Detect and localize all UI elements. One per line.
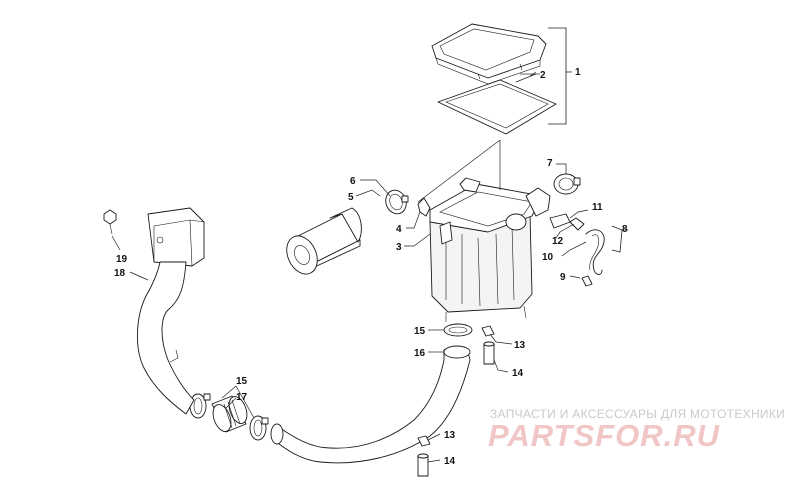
callout-15-upper: 15 bbox=[414, 326, 426, 337]
callout-bracket-8 bbox=[611, 225, 628, 253]
callout-19: 19 bbox=[116, 254, 128, 265]
callout-4: 4 bbox=[396, 224, 402, 235]
callout-14-lower: 14 bbox=[444, 456, 456, 467]
callout-13-upper: 13 bbox=[514, 340, 526, 351]
callout-labels: 1 2 3 4 5 6 7 8 9 10 11 12 13 14 15 16 1… bbox=[114, 67, 628, 467]
retainer-clip-part bbox=[417, 197, 431, 217]
callout-5: 5 bbox=[348, 192, 354, 203]
intake-tube-part bbox=[270, 345, 471, 464]
intake-tube-clamp-upper-part bbox=[443, 323, 473, 337]
callout-15-lower: 15 bbox=[236, 376, 248, 387]
callout-1: 1 bbox=[575, 67, 581, 78]
vent-hose-part bbox=[585, 229, 605, 275]
hose-clamp-small-part bbox=[581, 275, 593, 287]
intake-clamp-part bbox=[553, 173, 581, 195]
callout-13-lower: 13 bbox=[444, 430, 456, 441]
watermark-tagline: ЗАПЧАСТИ И АКСЕССУАРЫ ДЛЯ МОТОТЕХНИКИ bbox=[490, 407, 785, 421]
callout-7: 7 bbox=[547, 158, 553, 169]
callout-17: 17 bbox=[236, 392, 248, 403]
snorkel-tube-part bbox=[136, 207, 205, 415]
airbox-cover-part bbox=[431, 23, 547, 85]
hose-clamp-left-part bbox=[189, 393, 211, 419]
callout-bracket-1 bbox=[548, 27, 572, 125]
callout-8: 8 bbox=[622, 224, 628, 235]
callout-16: 16 bbox=[414, 348, 426, 359]
watermark-logo: PARTSFOR.RU bbox=[488, 418, 721, 453]
callout-9: 9 bbox=[560, 272, 566, 283]
filter-clamp-part bbox=[385, 189, 409, 215]
drain-tube-upper-part bbox=[483, 341, 495, 365]
watermark: ЗАПЧАСТИ И АКСЕССУАРЫ ДЛЯ МОТОТЕХНИКИ PA… bbox=[488, 407, 785, 453]
callout-12: 12 bbox=[552, 236, 564, 247]
callout-14-upper: 14 bbox=[512, 368, 524, 379]
bolt-part bbox=[103, 209, 117, 235]
drain-clamp-lower-part bbox=[417, 435, 431, 447]
callout-11: 11 bbox=[592, 202, 603, 213]
drain-clamp-upper-part bbox=[481, 325, 495, 337]
callout-3: 3 bbox=[396, 242, 402, 253]
callout-10: 10 bbox=[542, 252, 554, 263]
callout-2: 2 bbox=[540, 70, 546, 81]
airbox-housing-part bbox=[429, 177, 551, 322]
drain-tube-lower-part bbox=[417, 453, 429, 477]
leader-lines bbox=[111, 71, 589, 463]
callout-6: 6 bbox=[350, 176, 356, 187]
air-filter-part bbox=[286, 207, 362, 275]
hose-clamp-right-part bbox=[249, 415, 269, 441]
coupler-part bbox=[211, 395, 248, 433]
callout-18: 18 bbox=[114, 268, 126, 279]
vent-fitting-part bbox=[549, 213, 585, 231]
airbox-gasket-part bbox=[437, 79, 557, 135]
